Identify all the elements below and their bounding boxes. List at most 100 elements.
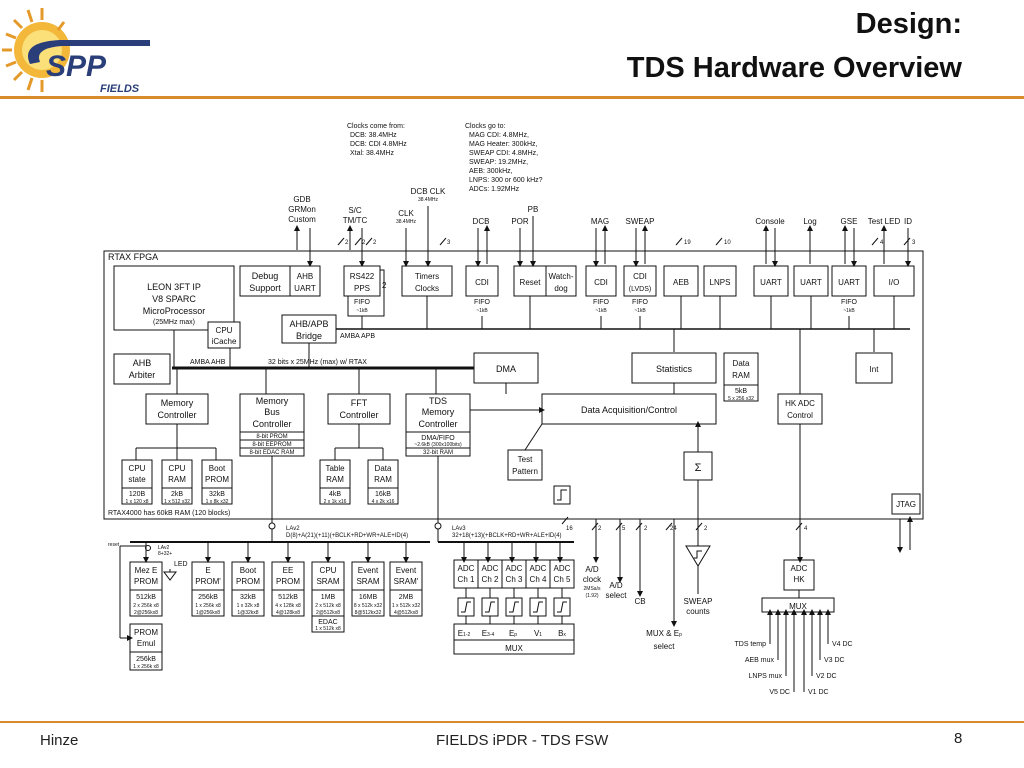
daq-box [541,393,717,425]
led-icon [163,571,177,581]
adc-ch3-2: Ch 3 [506,575,523,584]
mbus-3: Controller [252,419,291,429]
clocks-from-3: Xtal: 38.4MHz [350,150,394,157]
eventsram-size-box [351,589,385,617]
led-label: LED [174,561,188,568]
input-ep: Ep [509,629,517,638]
rs422-fifo-sz: ~1kB [356,308,368,314]
tdsmem-a: DMA/FIFO [421,435,455,442]
mez-b: 2@256kx8 [134,610,158,616]
promemul-size: 256kB [136,656,156,663]
cdi-mag-fifo: FIFO [593,299,609,306]
bus-lav3: LAv3 [452,526,466,532]
cdi-dcb-box [465,265,499,297]
dataram2-sub: 4 x 2k x16 [372,499,395,505]
tableram-1: Table [325,464,345,473]
dataram2-2: RAM [374,475,392,484]
cpu-icache-1: CPU [216,326,233,335]
sigma-label: Σ [695,462,702,474]
cpusram-b: 2@512kx8 [316,610,340,616]
lnps-label: LNPS [710,278,731,287]
sig-custom: Custom [288,215,316,224]
count-2a: 2 [345,240,349,246]
tableram-size: 4kB [329,491,341,498]
rs422-fifo: FIFO [354,299,370,306]
header-divider [0,96,1024,99]
cdi-dcb-fifo: FIFO [474,299,490,306]
eeprom-size-box [271,589,305,617]
input-e12: E1-2 [458,629,471,638]
bus-count-2: 2 [598,526,602,532]
sig-console: Console [755,217,785,226]
reset-label: Reset [520,278,542,287]
hardware-diagram: Clocks come from: DCB: 38.4MHz DCB: CDI … [103,123,924,696]
memctl-1: Memory [161,398,194,408]
bus-count-2c: 2 [704,526,708,532]
page-title-line2: TDS Hardware Overview [626,52,962,84]
sig-por: POR [511,217,529,226]
eventsram-1: Event [358,566,379,575]
hkadc-1: ADC [791,564,808,573]
sig-sc: S/C [348,206,362,215]
watchdog-2: dog [554,284,567,293]
input-e34: E3-4 [482,629,495,638]
cdi-sweap-lvds: (LVDS) [629,286,651,293]
comparator-icon [685,545,711,567]
cpu-icache-2: iCache [212,337,237,346]
bootprom-size-box [231,589,265,617]
tdsmem-1: TDS [429,396,447,406]
hk-aebmux: AEB mux [745,657,775,664]
clocks-from-1: DCB: 38.4MHz [350,132,397,139]
eprom-size: 256kB [198,594,218,601]
rs422-front [343,265,381,297]
timers-1: Timers [415,272,439,281]
sweap-counts-1: SWEAP [684,597,713,606]
eventsram-size: 16MB [359,594,378,601]
cpuram-sub: 1 x 512 x32 [164,499,190,505]
eprom-1: E [205,566,210,575]
fft-2: Controller [339,410,378,420]
dataram2-size-box [367,487,399,505]
sig-gdb: GDB [293,195,310,204]
eventsram2-b: 4@512kx8 [394,610,418,616]
sig-dcbclk-freq: 38.4MHz [418,197,439,203]
ahbuart-box [289,265,321,297]
amba-ahb-label: AMBA AHB [190,359,226,366]
mez-size-box [129,589,163,617]
cpuram-2: RAM [168,475,186,484]
amba-apb-label: AMBA APB [340,333,375,340]
tableram-2: RAM [326,475,344,484]
footer-author: Hinze [40,732,79,749]
bus-count-24: 24 [670,526,677,532]
eeprom-1: EE [283,566,294,575]
clocks-to-4: SWEAP: 19.2MHz, [469,159,528,166]
dataram-sub: 5 x 256 x32 [728,396,754,402]
leon-3: MicroProcessor [143,306,206,316]
rs422-n: 2 [382,281,387,290]
cdi-sweap: CDI [633,272,647,281]
filter-icons [457,597,571,617]
dataram-size: 5kB [735,388,747,395]
uart-gse-box [831,265,867,297]
adsel-2: select [606,591,628,600]
dataram2-size: 16kB [375,491,391,498]
cdi-mag: CDI [594,278,608,287]
io-label: I/O [889,278,900,287]
ahbapb-1: AHB/APB [289,319,328,329]
promemul-size-box [129,651,163,671]
daq-label: Data Acquisition/Control [581,405,677,415]
hk-lnpsmux: LNPS mux [749,673,783,680]
clocks-to-7: ADCs: 1.92MHz [469,186,520,193]
ahbapb-2: Bridge [296,331,322,341]
cdi-sweap-box [623,265,657,297]
sig-id: ID [904,217,912,226]
adclk-3: 2MSa/s [584,586,601,592]
count-10: 10 [724,240,731,246]
count-3: 3 [447,240,451,246]
muxep-2: select [654,642,676,651]
eventsram2-1: Event [396,566,417,575]
sweap-counts-2: counts [686,607,710,616]
statistics-label: Statistics [656,364,693,374]
sig-pb: PB [528,205,539,214]
tdsmem-c: 32-bit RAM [423,450,453,456]
